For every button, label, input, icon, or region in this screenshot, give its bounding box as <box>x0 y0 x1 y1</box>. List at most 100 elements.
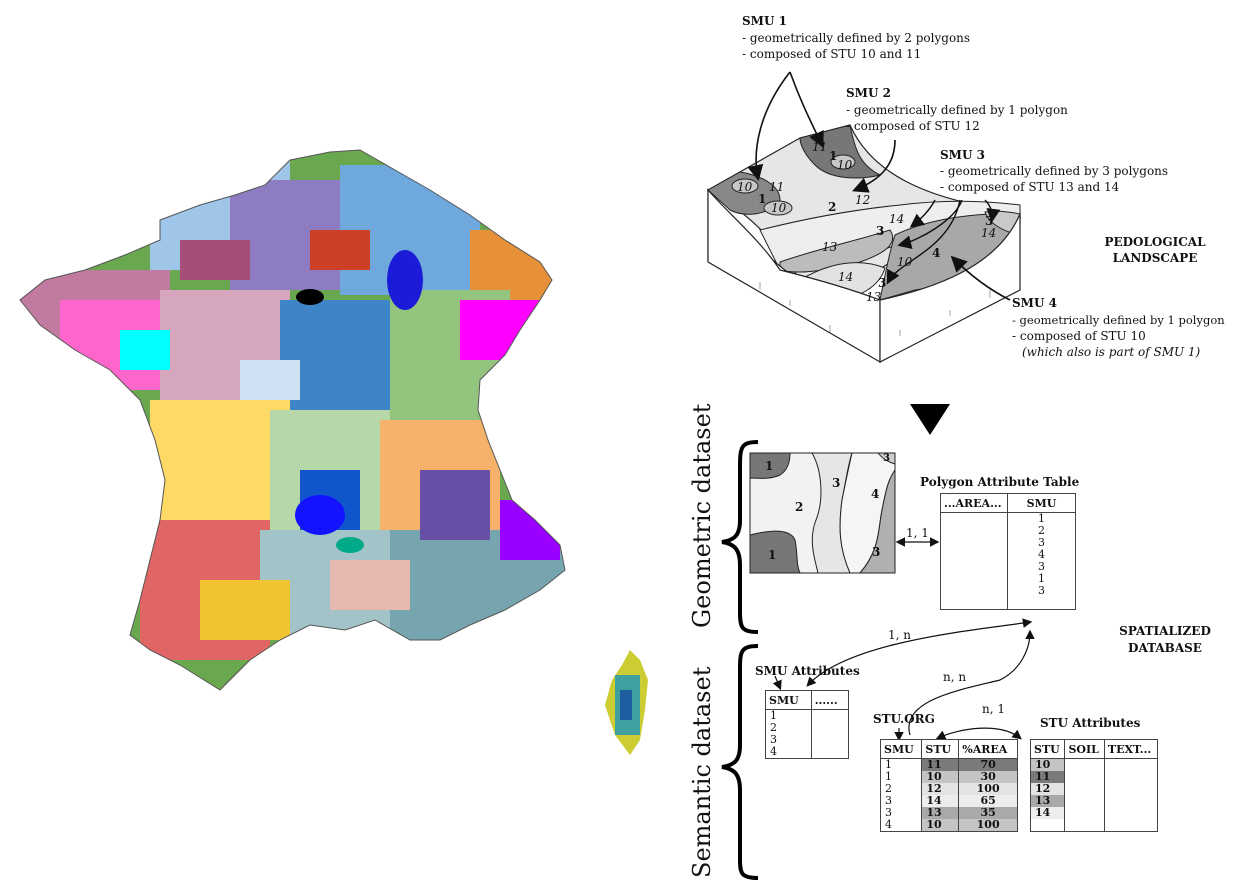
relation-label-1-1: 1, 1 <box>906 526 929 540</box>
block-stu-label: 14 <box>889 212 905 226</box>
area-cell <box>940 525 1008 537</box>
geo-map-label: 2 <box>795 500 804 514</box>
block-smu-label: 3 <box>878 276 887 290</box>
smu-cell: 4 <box>879 819 923 832</box>
block-stu-label: 10 <box>897 255 913 269</box>
stu-cell: 12 <box>921 783 960 795</box>
table-row: 4 <box>940 549 1076 561</box>
table-row: 10 <box>1029 758 1159 771</box>
column-header: STU <box>921 739 960 759</box>
text-cell <box>1103 758 1159 771</box>
stu-cell: 14 <box>921 795 960 807</box>
relation-label-1-n: 1, n <box>888 628 911 642</box>
down-triangle-icon <box>910 404 950 435</box>
column-header: %AREA <box>958 739 1018 759</box>
text-cell <box>1103 795 1159 807</box>
smu-cell: 4 <box>765 746 812 759</box>
table-row: 3 <box>940 585 1076 597</box>
geo-map-label: 3 <box>872 545 881 559</box>
block-stu-label: 10 <box>771 201 787 215</box>
table-row: 13 <box>1029 795 1159 807</box>
table-row: 1 <box>940 512 1076 525</box>
smu-cell: 3 <box>1007 537 1076 549</box>
column-header: SMU <box>879 739 923 759</box>
relation-label-n-1: n, 1 <box>982 702 1005 716</box>
column-header: ...... <box>810 690 850 710</box>
area-cell: 70 <box>958 758 1018 771</box>
stu-cell: 10 <box>921 771 960 783</box>
table-row: 3 <box>765 734 850 746</box>
stu-org-title: STU.ORG <box>873 712 935 726</box>
block-stu-label: 13 <box>822 240 838 254</box>
column-header: TEXT... <box>1103 739 1159 759</box>
area-cell <box>940 585 1008 597</box>
polygon-attribute-table-title: Polygon Attribute Table <box>920 475 1080 489</box>
smu-cell: 2 <box>879 783 923 795</box>
area-cell: 30 <box>958 771 1018 783</box>
smu-cell: 1 <box>879 758 923 771</box>
area-cell: 100 <box>958 819 1018 832</box>
block-smu-label: 1 <box>829 149 838 163</box>
block-smu-label: 1 <box>758 192 767 206</box>
attr-cell <box>810 734 850 746</box>
soil-cell <box>1064 783 1105 795</box>
geo-map-label: 1 <box>768 548 777 562</box>
smu-cell: 3 <box>1007 561 1076 573</box>
smu-cell: 3 <box>879 807 923 819</box>
table-row: 3 <box>940 537 1076 549</box>
table-row: 4 <box>765 746 850 759</box>
area-cell <box>940 573 1008 585</box>
area-cell <box>940 537 1008 549</box>
block-smu-label: 3 <box>876 224 885 238</box>
block-stu-label: 11 <box>769 180 785 194</box>
block-stu-label: 12 <box>855 193 871 207</box>
area-cell <box>940 512 1008 525</box>
geo-map-label: 3 <box>832 476 841 490</box>
semantic-brace <box>721 644 759 880</box>
block-smu-label: 4 <box>932 246 941 260</box>
stu-cell: 10 <box>921 819 960 832</box>
stu-cell: 12 <box>1029 783 1066 795</box>
block-stu-label: 10 <box>737 180 753 194</box>
block-stu-label: 10 <box>837 158 853 172</box>
soil-cell <box>1064 795 1105 807</box>
smu-cell: 1 <box>879 771 923 783</box>
column-header: SOIL <box>1064 739 1105 759</box>
text-cell <box>1103 807 1159 819</box>
stu-attributes-title: STU Attributes <box>1040 716 1141 730</box>
geometric-brace <box>721 440 759 634</box>
smu-cell: 4 <box>1007 549 1076 561</box>
block-stu-label: 14 <box>838 270 854 284</box>
table-row: 2 <box>940 525 1076 537</box>
block-stu-label: 14 <box>981 226 997 240</box>
column-header: STU <box>1029 739 1066 759</box>
soil-cell <box>1064 771 1105 783</box>
soil-cell <box>1064 807 1105 819</box>
soil-cell <box>1064 758 1105 771</box>
stu-cell: 13 <box>921 807 960 819</box>
text-cell <box>1103 771 1159 783</box>
smu-cell: 3 <box>1007 585 1076 597</box>
geometric-dataset-label: Geometric dataset <box>688 403 716 628</box>
table-row: 1 <box>940 573 1076 585</box>
area-cell: 100 <box>958 783 1018 795</box>
smu-3-band <box>779 229 893 273</box>
soil-map-of-france <box>19 149 648 755</box>
block-smu-label: 3 <box>985 214 994 228</box>
relation-label-n-n: n, n <box>943 670 967 684</box>
attr-cell <box>810 746 850 759</box>
stu-cell: 13 <box>1029 795 1066 807</box>
table-row: 14 <box>1029 807 1159 819</box>
stu-cell: 11 <box>921 758 960 771</box>
table-row: 12 <box>1029 783 1159 795</box>
area-cell: 65 <box>958 795 1018 807</box>
stu-cell: 11 <box>1029 771 1066 783</box>
